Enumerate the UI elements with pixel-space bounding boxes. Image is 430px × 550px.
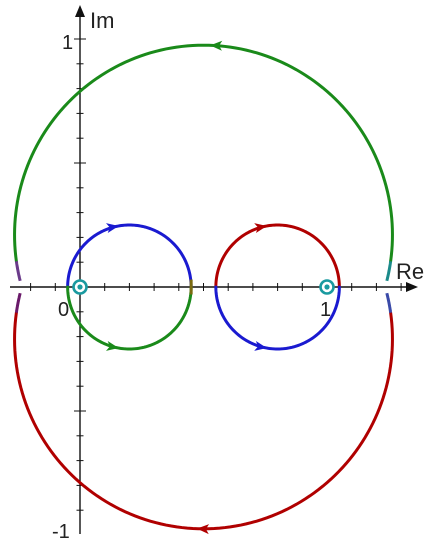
pole-0	[72, 279, 88, 295]
pole-1-dot	[324, 284, 330, 290]
x-tick-label-0: 0	[58, 299, 69, 321]
green-loop-join-right	[385, 261, 393, 282]
x-axis-arrowhead	[406, 282, 418, 292]
red-right-lobe-arrow	[254, 223, 267, 233]
x-axis-label: Re	[396, 259, 424, 284]
red-loop-join-left	[14, 292, 22, 313]
red-right-lobe	[214, 223, 341, 289]
green-loop	[13, 43, 394, 263]
y-tick-label-1: 1	[62, 32, 73, 54]
green-loop-join-left	[14, 261, 22, 282]
pole-1	[319, 279, 335, 295]
contour-curves	[13, 43, 394, 531]
blue-right-lobe-arrow	[254, 341, 267, 351]
red-loop-arrow	[196, 524, 210, 535]
blue-left-lobe-arrow	[105, 223, 119, 233]
red-loop-join-right	[385, 292, 393, 313]
y-axis-label: Im	[90, 8, 114, 33]
axis-labels: Im Re 0 1 1 -1	[52, 8, 424, 543]
pole-0-dot	[77, 284, 83, 290]
blue-right-lobe	[214, 285, 341, 351]
green-left-lobe	[66, 285, 193, 351]
red-loop	[13, 311, 394, 531]
direction-arrows	[105, 40, 267, 535]
pole-markers	[72, 279, 335, 295]
y-tick-label-neg1: -1	[52, 521, 70, 543]
green-loop-arrow	[210, 40, 223, 51]
y-axis-arrowhead	[75, 5, 85, 17]
green-left-lobe-arrow	[105, 341, 119, 351]
x-tick-label-1: 1	[320, 299, 331, 321]
blue-left-lobe	[66, 223, 193, 289]
